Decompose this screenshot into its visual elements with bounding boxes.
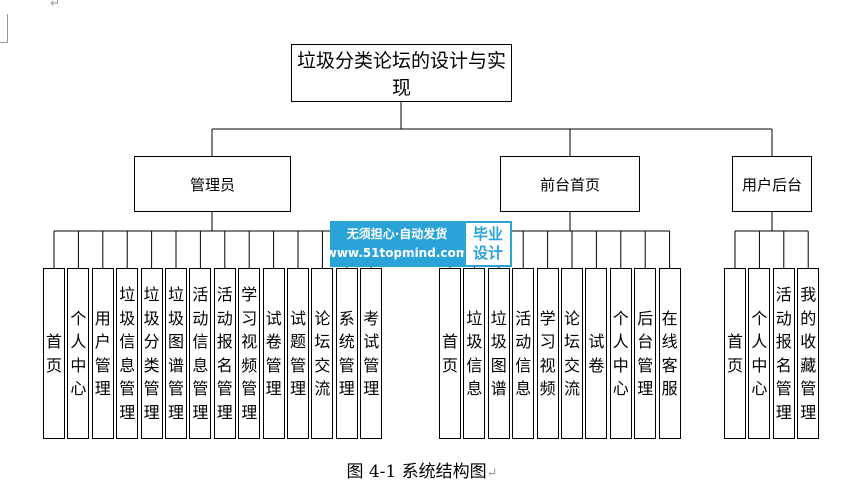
root-node: 垃圾分类论坛的设计与实现 bbox=[291, 44, 512, 102]
leaf-node: 试题管理 bbox=[287, 268, 309, 439]
leaf-node: 首页 bbox=[439, 268, 461, 439]
figure-caption: 图 4-1 系统结构图↵ bbox=[0, 457, 844, 482]
leaf-label: 我的收藏管理 bbox=[800, 285, 817, 422]
leaf-node: 垃圾信息管理 bbox=[116, 268, 139, 439]
leaf-label: 活动报名管理 bbox=[775, 285, 792, 422]
margin-corner-mark bbox=[0, 14, 8, 43]
leaf-label: 垃圾图谱 bbox=[490, 308, 507, 399]
watermark-text: 无须担心·自动发货 www.51topmind.com bbox=[326, 221, 468, 267]
leaf-node: 后台管理 bbox=[634, 268, 657, 439]
leaf-label: 考试管理 bbox=[363, 308, 380, 399]
leaf-label: 首页 bbox=[442, 332, 459, 375]
leaf-label: 试卷管理 bbox=[265, 308, 282, 399]
leaf-node: 论坛交流 bbox=[561, 268, 583, 439]
leaf-node: 首页 bbox=[724, 268, 746, 439]
watermark-line1: 无须担心·自动发货 bbox=[346, 227, 448, 241]
watermark: 无须担心·自动发货 www.51topmind.com 毕业 设计 bbox=[326, 221, 512, 267]
watermark-badge: 毕业 设计 bbox=[464, 221, 512, 267]
leaf-label: 首页 bbox=[727, 332, 744, 375]
leaf-label: 活动信息管理 bbox=[192, 285, 209, 422]
leaf-node: 垃圾信息 bbox=[463, 268, 486, 439]
leaf-node: 活动报名管理 bbox=[772, 268, 795, 439]
leaf-label: 活动报名管理 bbox=[216, 285, 233, 422]
leaf-node: 个人中心 bbox=[67, 268, 90, 439]
leaf-label: 系统管理 bbox=[338, 308, 355, 399]
leaf-label: 个人中心 bbox=[751, 308, 768, 399]
leaf-label: 学习视频 bbox=[539, 308, 556, 399]
leaf-node: 学习视频 bbox=[536, 268, 559, 439]
leaf-node: 首页 bbox=[43, 268, 65, 439]
leaf-label: 个人中心 bbox=[70, 308, 87, 399]
leaf-label: 垃圾分类管理 bbox=[143, 285, 160, 422]
leaf-node: 个人中心 bbox=[748, 268, 771, 439]
leaf-label: 活动信息 bbox=[515, 308, 532, 399]
leaf-node: 考试管理 bbox=[360, 268, 383, 439]
leaf-label: 试卷 bbox=[588, 332, 605, 375]
leaf-node: 个人中心 bbox=[609, 268, 632, 439]
watermark-line2: www.51topmind.com bbox=[325, 246, 469, 260]
leaf-label: 用户管理 bbox=[94, 308, 111, 399]
leaf-label: 后台管理 bbox=[637, 308, 654, 399]
branch-node-user: 用户后台 bbox=[732, 156, 812, 212]
leaf-label: 垃圾图谱管理 bbox=[168, 285, 185, 422]
watermark-badge-line2: 设计 bbox=[472, 244, 503, 262]
leaf-label: 垃圾信息 bbox=[466, 308, 483, 399]
leaf-node: 试卷管理 bbox=[262, 268, 285, 439]
leaf-node: 学习视频管理 bbox=[238, 268, 261, 439]
leaf-label: 个人中心 bbox=[612, 308, 629, 399]
leaf-node: 活动信息 bbox=[512, 268, 535, 439]
branch-node-admin: 管理员 bbox=[134, 156, 291, 212]
watermark-badge-line1: 毕业 bbox=[472, 225, 503, 243]
leaf-label: 学习视频管理 bbox=[241, 285, 258, 422]
caption-text: 图 4-1 系统结构图 bbox=[346, 462, 487, 482]
caption-paragraph-mark: ↵ bbox=[486, 466, 498, 481]
leaf-node: 系统管理 bbox=[335, 268, 358, 439]
leaf-node: 在线客服 bbox=[658, 268, 681, 439]
leaf-label: 首页 bbox=[46, 332, 63, 375]
leaf-label: 论坛交流 bbox=[314, 308, 331, 399]
leaf-node: 垃圾分类管理 bbox=[140, 268, 163, 439]
leaf-label: 垃圾信息管理 bbox=[119, 285, 136, 422]
leaf-label: 论坛交流 bbox=[564, 308, 581, 399]
leaf-node: 垃圾图谱 bbox=[487, 268, 510, 439]
paragraph-mark: ↵ bbox=[50, 0, 61, 10]
leaf-label: 试题管理 bbox=[290, 308, 307, 399]
leaf-node: 我的收藏管理 bbox=[797, 268, 820, 439]
leaf-node: 试卷 bbox=[585, 268, 608, 439]
leaf-node: 用户管理 bbox=[91, 268, 114, 439]
leaf-node: 活动报名管理 bbox=[213, 268, 236, 439]
leaf-node: 活动信息管理 bbox=[189, 268, 212, 439]
leaf-label: 在线客服 bbox=[661, 308, 678, 399]
branch-node-frontend: 前台首页 bbox=[500, 156, 640, 212]
leaf-node: 论坛交流 bbox=[311, 268, 334, 439]
leaf-node: 垃圾图谱管理 bbox=[165, 268, 187, 439]
